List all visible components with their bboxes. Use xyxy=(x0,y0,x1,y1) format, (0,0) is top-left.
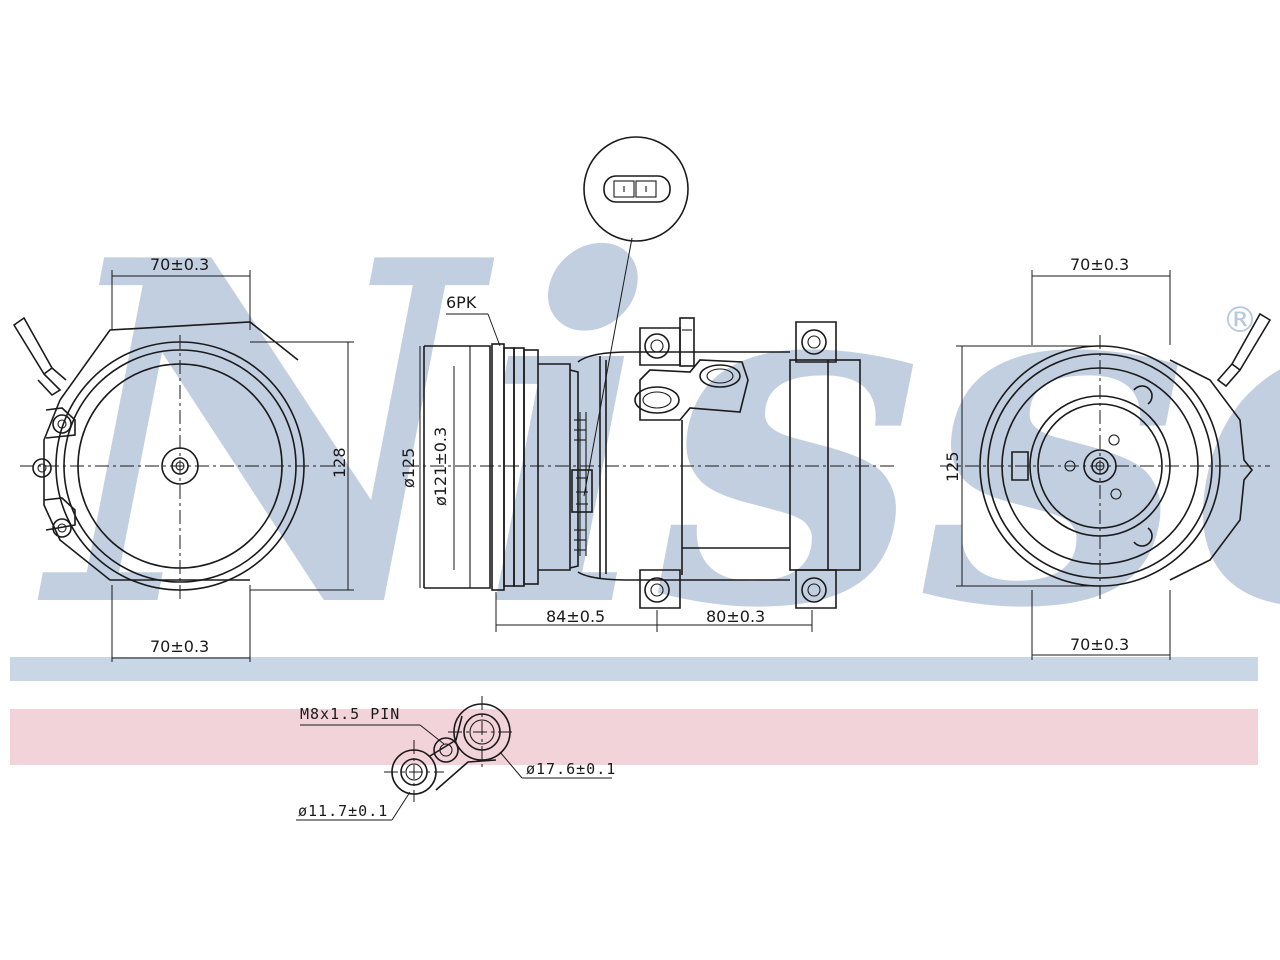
length-front-label: 84±0.5 xyxy=(546,607,605,626)
port-small-dia-label: ø11.7±0.1 xyxy=(298,802,388,820)
left-end-view xyxy=(12,270,354,662)
watermark-logo: Nissens xyxy=(35,159,1280,711)
length-rear-label: 80±0.3 xyxy=(706,607,765,626)
left-top-width-label: 70±0.3 xyxy=(150,255,209,274)
pin-label: M8x1.5 PIN xyxy=(300,705,400,723)
port-detail xyxy=(296,696,612,821)
pink-band xyxy=(10,709,1258,765)
right-bottom-width-label: 70±0.3 xyxy=(1070,635,1129,654)
left-bottom-width-label: 70±0.3 xyxy=(150,637,209,656)
right-top-width-label: 70±0.3 xyxy=(1070,255,1129,274)
pulley-outer-dia-label: ø125 xyxy=(399,448,418,488)
pulley-inner-dia-label: ø121±0.3 xyxy=(431,427,450,506)
right-end-view xyxy=(940,270,1272,660)
registered-mark: ® xyxy=(1222,300,1258,341)
blue-band xyxy=(10,657,1258,681)
belt-label: 6PK xyxy=(446,293,477,312)
left-height-label: 128 xyxy=(330,447,349,478)
right-height-label: 125 xyxy=(943,451,962,482)
port-large-dia-label: ø17.6±0.1 xyxy=(526,760,616,778)
side-view xyxy=(405,136,895,632)
